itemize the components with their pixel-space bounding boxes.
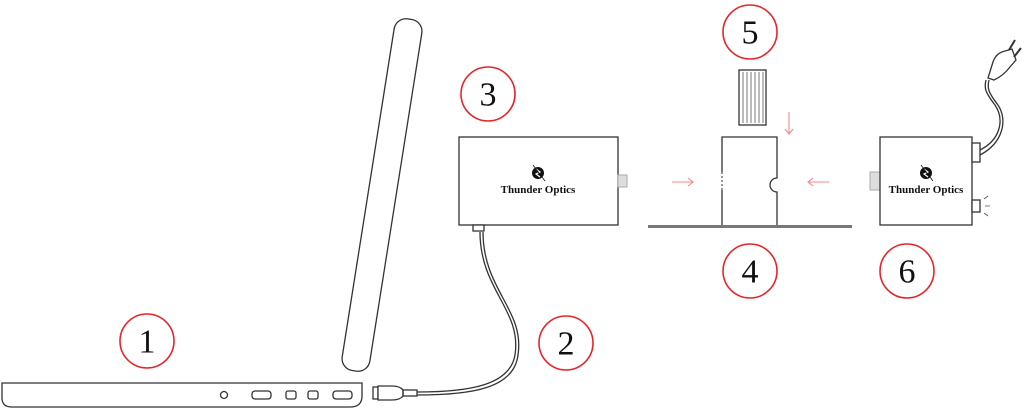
cuvette-body bbox=[738, 69, 767, 126]
usb-connector bbox=[472, 224, 485, 232]
indicator-led bbox=[971, 199, 981, 213]
step-number: 6 bbox=[899, 254, 916, 291]
usb-port-icon bbox=[332, 390, 353, 400]
arrow-left-icon bbox=[807, 177, 829, 187]
laptop-base bbox=[1, 382, 363, 408]
usb-strain-relief bbox=[402, 389, 418, 397]
port-icon bbox=[307, 390, 319, 400]
brand-label: Thunder Optics bbox=[889, 184, 964, 196]
base-plate bbox=[648, 225, 852, 228]
led-glow-icon bbox=[983, 195, 990, 217]
thunder-optics-logo-icon bbox=[532, 164, 546, 182]
step-marker-4: 4 bbox=[722, 243, 778, 299]
usb-plug bbox=[377, 385, 404, 401]
cuvette bbox=[738, 69, 767, 126]
step-number: 4 bbox=[742, 254, 759, 291]
insertion-arrows bbox=[672, 112, 829, 187]
cuvette-holder bbox=[648, 136, 852, 228]
light-source: Thunder Optics bbox=[869, 39, 1022, 226]
usb-cable bbox=[372, 231, 520, 401]
step-number: 2 bbox=[558, 326, 575, 363]
power-connector bbox=[971, 142, 981, 163]
step-marker-3: 3 bbox=[460, 66, 516, 122]
spectrometer-body bbox=[458, 136, 619, 226]
step-marker-5: 5 bbox=[722, 4, 778, 60]
brand-label: Thunder Optics bbox=[501, 184, 576, 196]
fiber-connector bbox=[869, 171, 881, 191]
fiber-connector bbox=[617, 174, 628, 188]
step-number: 3 bbox=[480, 77, 497, 114]
spectrometer: Thunder Optics bbox=[458, 136, 628, 232]
port-icon bbox=[285, 390, 297, 400]
usb-plug-tip bbox=[372, 386, 379, 400]
step-number: 1 bbox=[139, 324, 156, 361]
step-number: 5 bbox=[742, 15, 759, 52]
usb-port-icon bbox=[251, 390, 272, 400]
laptop-screen bbox=[341, 18, 423, 372]
arrow-right-icon bbox=[672, 177, 694, 187]
audio-port-icon bbox=[219, 390, 229, 400]
light-source-body bbox=[879, 136, 973, 226]
power-plug-icon bbox=[987, 39, 1022, 81]
thunder-optics-logo-icon bbox=[920, 164, 934, 182]
arrow-down-icon bbox=[784, 112, 794, 135]
step-marker-1: 1 bbox=[119, 313, 175, 369]
laptop bbox=[1, 18, 423, 408]
step-marker-6: 6 bbox=[879, 243, 935, 299]
step-marker-2: 2 bbox=[538, 315, 594, 371]
